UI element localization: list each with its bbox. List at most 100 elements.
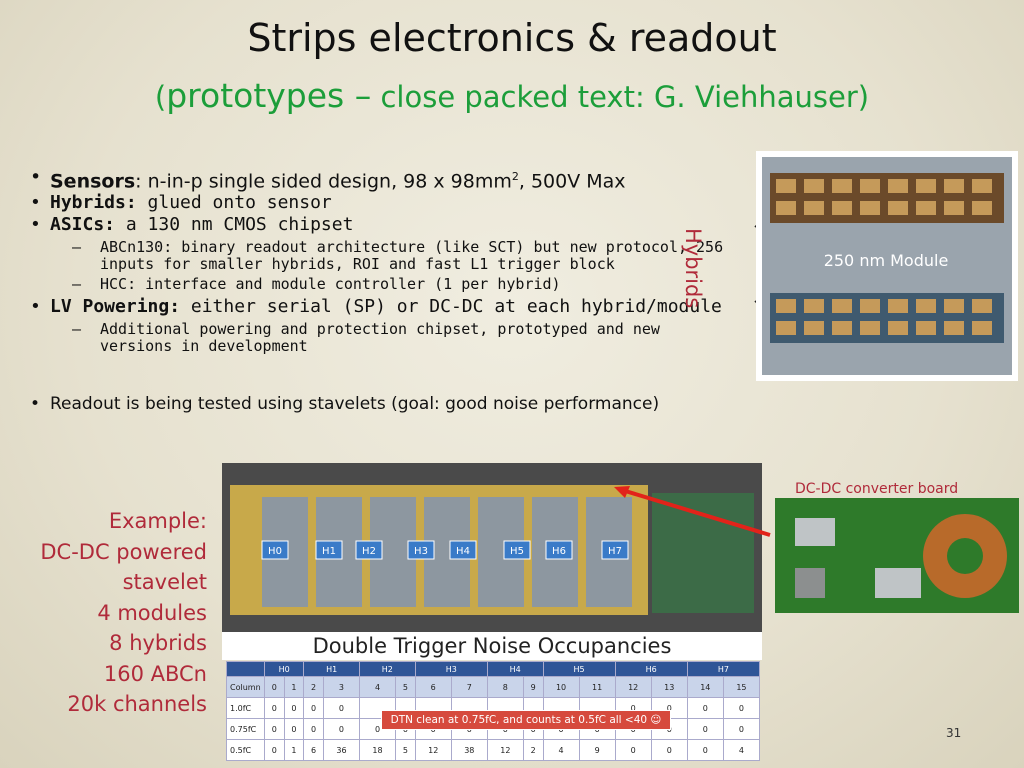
table-cell: 8 — [486, 676, 524, 698]
page-number: 31 — [946, 726, 962, 740]
example-line: 160 ABCn — [103, 661, 207, 686]
table-cell: 12 — [486, 739, 524, 761]
subtitle-rest: close packed text: G. Viehhauser) — [371, 80, 870, 114]
lv-label: LV Powering: — [50, 296, 181, 318]
dcdc-board-svg — [775, 498, 1019, 613]
table-cell: 6 — [303, 739, 324, 761]
sensors-sup: 2 — [511, 170, 519, 183]
table-cell: 3 — [322, 676, 360, 698]
example-line: 20k channels — [67, 692, 207, 716]
table-cell: 7 — [450, 676, 488, 698]
table-header: H2 — [358, 661, 416, 677]
slide-subtitle: (prototypes – close packed text: G. Vieh… — [0, 76, 1024, 115]
module-photo: 250 nm Module — [756, 151, 1018, 381]
bullet-asics: ASICs: a 130 nm CMOS chipset — [28, 214, 728, 236]
table-cell: 0 — [686, 739, 724, 761]
dtn-callout: DTN clean at 0.75fC, and counts at 0.5fC… — [381, 710, 671, 730]
stavelet-hybrid-label: H3 — [414, 546, 428, 557]
table-header: H6 — [614, 661, 688, 677]
sensors-label: Sensors — [50, 170, 136, 193]
table-cell: 0 — [283, 718, 305, 740]
table-cell: 18 — [358, 739, 397, 761]
stavelet-hybrid-label: H7 — [608, 546, 622, 557]
example-line: stavelet — [122, 570, 207, 594]
table-cell: 0 — [722, 718, 761, 740]
asics-sub-hcc: HCC: interface and module controller (1 … — [28, 276, 728, 294]
table-cell: 0 — [264, 697, 285, 719]
table-cell: 0 — [264, 718, 285, 740]
hybrids-label-text: Hybrids: — [50, 192, 137, 214]
stavelet-hybrid-label: H0 — [268, 546, 282, 557]
table-cell: 1 — [283, 676, 305, 698]
module-photo-svg: 250 nm Module — [762, 157, 1012, 375]
table-cell: 12 — [614, 676, 652, 698]
hybrids-rotated-label: Hybrids — [681, 228, 705, 309]
table-cell: 0 — [722, 697, 761, 719]
hybrids-text: glued onto sensor — [136, 192, 332, 214]
table-header: H5 — [542, 661, 616, 677]
table-cell: 9 — [578, 739, 616, 761]
stavelet-hybrid-label: H5 — [510, 546, 524, 557]
table-cell: 0.5fC — [226, 739, 265, 761]
stavelet-hybrid-label: H2 — [362, 546, 376, 557]
table-cell: 0.75fC — [226, 718, 265, 740]
table-cell: 0 — [283, 697, 305, 719]
table-cell: 0 — [686, 697, 724, 719]
lv-sub-powering: Additional powering and protection chips… — [28, 321, 728, 355]
stavelet-photo-svg: H0 H1 H2 H3 H4 H5 H6 H7 — [230, 485, 754, 615]
lv-text: either serial (SP) or DC-DC at each hybr… — [180, 296, 722, 318]
table-cell: 2 — [303, 676, 324, 698]
table-header: H3 — [414, 661, 488, 677]
table-cell: 15 — [722, 676, 761, 698]
subtitle-prototypes: prototypes – — [166, 76, 372, 115]
example-line: 4 modules — [97, 600, 207, 625]
slide-title: Strips electronics & readout — [247, 16, 777, 60]
table-cell: 12 — [414, 739, 452, 761]
bullet-list: Sensors: n-in-p single sided design, 98 … — [28, 166, 728, 358]
bullet-sensors: Sensors: n-in-p single sided design, 98 … — [28, 166, 728, 192]
table-header: H1 — [303, 661, 360, 677]
table-header: H4 — [486, 661, 544, 677]
table-cell: 6 — [414, 676, 452, 698]
table-cell: 4 — [722, 739, 761, 761]
bullet-lv-powering: LV Powering: either serial (SP) or DC-DC… — [28, 296, 728, 318]
table-cell: 9 — [522, 676, 544, 698]
table-cell: 0 — [264, 676, 285, 698]
table-cell: Column — [226, 676, 265, 698]
asics-text: a 130 nm CMOS chipset — [115, 214, 354, 236]
table-cell: 4 — [542, 739, 580, 761]
example-line: Example: — [108, 509, 207, 533]
table-cell — [226, 661, 265, 677]
table-cell: 2 — [522, 739, 544, 761]
table-cell: 0 — [686, 718, 724, 740]
subtitle-open: ( — [154, 80, 167, 114]
table-cell: 0 — [303, 697, 324, 719]
table-cell: 14 — [686, 676, 724, 698]
table-row: H0 H1 H2 H3 H4 H5 H6 H7 — [226, 661, 761, 677]
table-cell: 10 — [542, 676, 580, 698]
example-text: Example: DC-DC powered stavelet 4 module… — [40, 506, 207, 720]
sensors-tail: , 500V Max — [518, 170, 626, 193]
table-cell: 0 — [614, 739, 652, 761]
asics-sub-abcn130: ABCn130: binary readout architecture (li… — [28, 239, 728, 273]
stavelet-photo: H0 H1 H2 H3 H4 H5 H6 H7 — [222, 463, 762, 633]
bullet-readout: Readout is being tested using stavelets … — [28, 392, 690, 416]
stavelet-hybrid-label: H6 — [552, 546, 566, 557]
table-cell: 1 — [283, 739, 305, 761]
table-cell: 38 — [450, 739, 488, 761]
example-line: 8 hybrids — [109, 631, 207, 655]
table-cell: 36 — [322, 739, 360, 761]
stavelet-hybrid-label: H4 — [456, 546, 470, 557]
table-cell: 5 — [395, 739, 416, 761]
table-cell: 0 — [303, 718, 324, 740]
example-line: DC-DC powered — [40, 539, 207, 564]
table-header: H7 — [686, 661, 761, 677]
dcdc-label: DC-DC converter board — [795, 481, 959, 497]
dcdc-board-photo — [775, 498, 1019, 613]
table-title: Double Trigger Noise Occupancies — [222, 632, 762, 660]
table-header: H0 — [263, 661, 305, 677]
sensors-text: : n-in-p single sided design, 98 x 98mm — [135, 170, 512, 193]
